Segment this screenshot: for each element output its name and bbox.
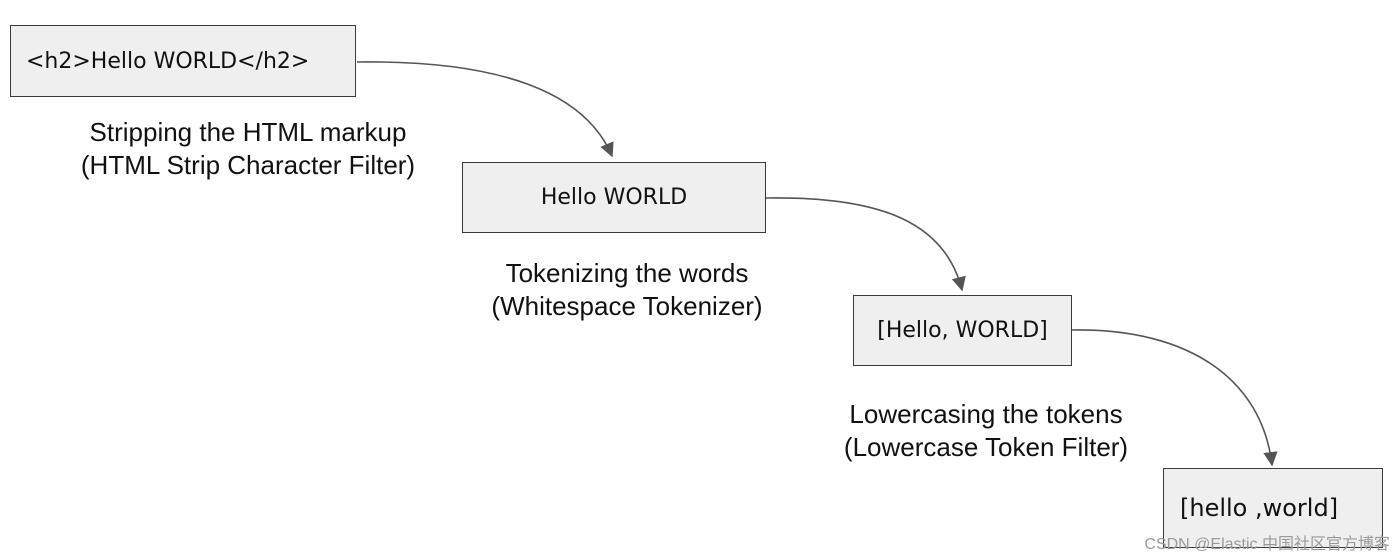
step-box-tokens: [Hello, WORLD] [853,295,1072,366]
arrow-step2-to-step3 [765,197,966,292]
transition-subtitle: (HTML Strip Character Filter) [80,150,416,180]
step-box-stripped-text: Hello WORLD [462,162,766,233]
transition-title: Tokenizing the words [505,258,749,288]
step-text: [hello ,world] [1180,494,1339,522]
transition-subtitle: (Lowercase Token Filter) [843,432,1129,462]
watermark-text: CSDN @Elastic 中国社区官方博客 [1144,536,1390,553]
step-text: [Hello, WORLD] [877,318,1048,343]
step-box-raw-html: <h2>Hello WORLD</h2> [10,25,356,97]
transition-label-tokenizer: Tokenizing the words (Whitespace Tokeniz… [491,257,762,323]
transition-label-html-strip: Stripping the HTML markup (HTML Strip Ch… [81,116,415,182]
step-box-lowercase-tokens: [hello ,world] [1163,468,1383,548]
step-text: <h2>Hello WORLD</h2> [26,48,310,74]
arrow-step3-to-step4 [1071,329,1278,467]
transition-subtitle: (Whitespace Tokenizer) [491,291,763,321]
transition-title: Stripping the HTML markup [89,117,407,147]
transition-title: Lowercasing the tokens [849,399,1123,429]
step-text: Hello WORLD [540,185,688,210]
arrow-step1-to-step2 [356,61,614,158]
transition-label-lowercase: Lowercasing the tokens (Lowercase Token … [844,398,1128,464]
